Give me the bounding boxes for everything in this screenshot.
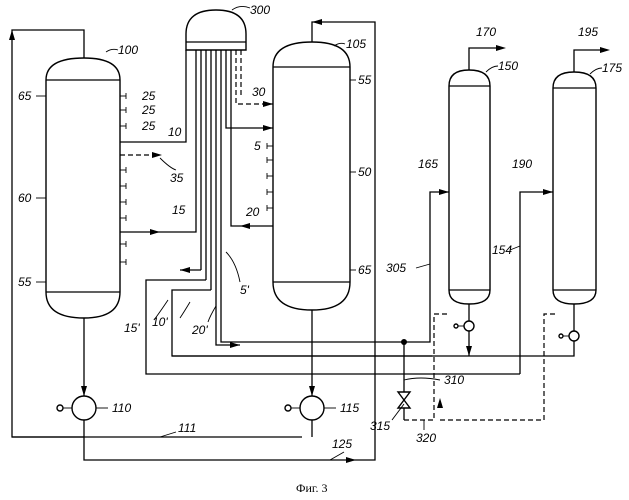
column-105 xyxy=(273,42,350,310)
arrow-100-overhead xyxy=(9,30,15,40)
label-60: 60 xyxy=(18,191,32,205)
label-20: 20 xyxy=(245,205,260,219)
stream-190 xyxy=(520,192,553,374)
column-105-nozzles xyxy=(267,143,273,211)
arrow-20 xyxy=(240,223,250,229)
label-111: 111 xyxy=(178,421,196,435)
label-320: 320 xyxy=(416,431,436,445)
label-55-col100: 55 xyxy=(18,275,32,289)
arrow-195 xyxy=(600,47,610,53)
label-15-prime: 15' xyxy=(124,321,140,335)
label-154: 154 xyxy=(492,243,512,257)
label-175: 175 xyxy=(602,61,622,75)
arrow-5 xyxy=(263,125,273,131)
label-55-col105: 55 xyxy=(358,73,372,87)
label-65-col100: 65 xyxy=(18,89,32,103)
stream-20 xyxy=(231,50,273,226)
label-105: 105 xyxy=(346,37,366,51)
control-line-315 xyxy=(440,314,556,420)
pump-110 xyxy=(72,396,96,420)
label-10-prime: 10' xyxy=(152,315,168,329)
arrow-35 xyxy=(152,152,162,158)
label-310: 310 xyxy=(444,373,464,387)
valve-315 xyxy=(398,392,410,400)
arrow-190 xyxy=(543,189,553,195)
header-bundle xyxy=(201,50,221,310)
pump-115 xyxy=(300,396,324,420)
pump-150-small xyxy=(464,321,474,331)
arrow-30 xyxy=(263,101,273,107)
stream-5 xyxy=(226,50,273,128)
arrow-105-overhead xyxy=(312,19,322,25)
label-300: 300 xyxy=(250,3,270,17)
arrow-15 xyxy=(150,229,160,235)
label-165: 165 xyxy=(418,157,438,171)
label-25-b: 25 xyxy=(141,103,156,117)
arrow-150-bottoms xyxy=(466,346,472,356)
label-100: 100 xyxy=(118,43,138,57)
arrow-105-bottoms xyxy=(309,386,315,396)
arrow-170 xyxy=(496,45,506,51)
column-150 xyxy=(449,70,490,304)
pump-175-small xyxy=(569,331,579,341)
label-5-prime: 5' xyxy=(240,283,250,297)
stream-20-prime xyxy=(216,300,240,345)
label-115: 115 xyxy=(340,401,359,415)
label-15: 15 xyxy=(172,203,186,217)
label-25-a: 25 xyxy=(141,89,156,103)
arrow-320 xyxy=(437,398,443,408)
label-65-col105: 65 xyxy=(358,263,372,277)
arrow-165 xyxy=(439,189,449,195)
control-line-320 xyxy=(404,314,450,420)
label-5: 5 xyxy=(254,139,261,153)
label-50: 50 xyxy=(358,165,372,179)
arrow-125 xyxy=(346,457,356,463)
column-175 xyxy=(553,72,596,304)
label-125: 125 xyxy=(332,437,352,451)
label-25-c: 25 xyxy=(141,119,156,133)
arrow-20-prime xyxy=(230,342,240,348)
label-150: 150 xyxy=(498,59,518,73)
label-10: 10 xyxy=(168,125,182,139)
label-190: 190 xyxy=(512,157,532,171)
label-35: 35 xyxy=(170,171,184,185)
label-170: 170 xyxy=(476,25,496,39)
header-300 xyxy=(186,10,246,50)
arrow-5-prime xyxy=(180,267,190,273)
figure-caption: Фиг. 3 xyxy=(296,481,327,495)
label-110: 110 xyxy=(112,401,131,415)
label-305: 305 xyxy=(386,261,406,275)
line-175-bottoms xyxy=(172,304,574,356)
column-100-nozzles xyxy=(120,93,126,265)
label-195: 195 xyxy=(578,25,598,39)
arrow-100-bottoms xyxy=(81,386,87,396)
label-30: 30 xyxy=(252,85,266,99)
column-100 xyxy=(46,58,120,318)
label-20-prime: 20' xyxy=(191,323,208,337)
stream-165 xyxy=(404,192,449,342)
label-315: 315 xyxy=(370,419,390,433)
